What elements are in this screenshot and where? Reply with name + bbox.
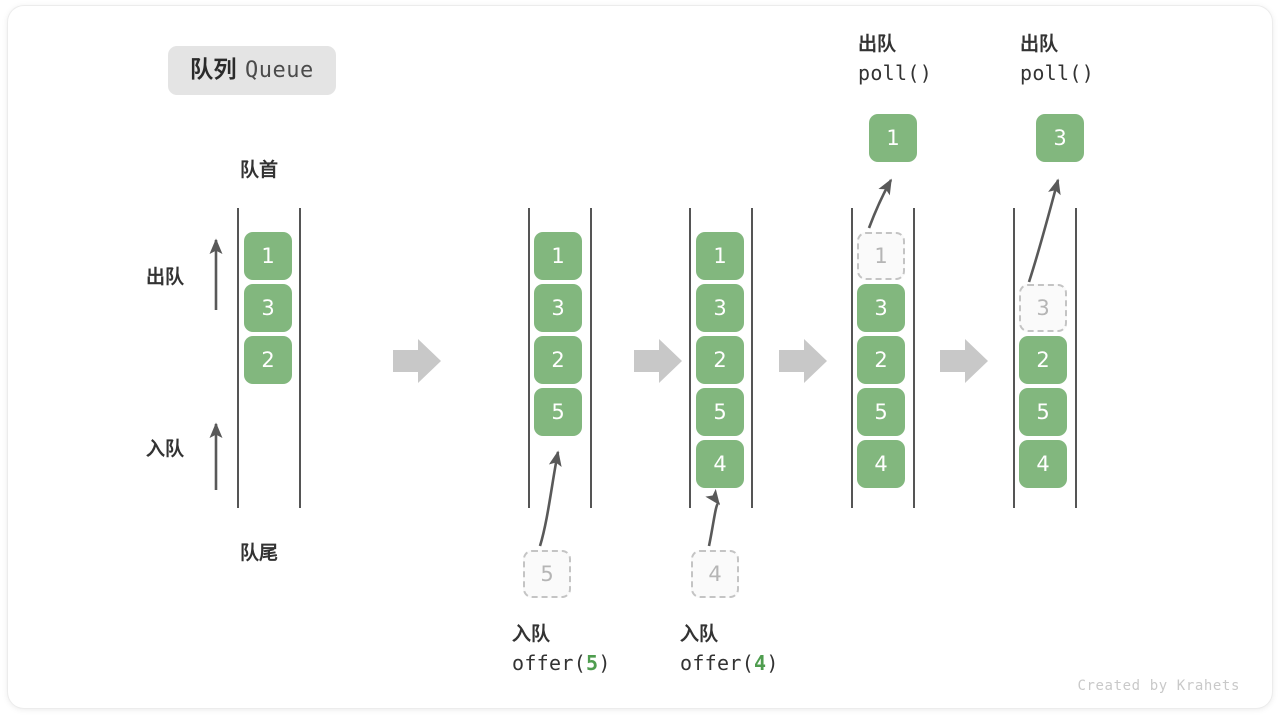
code-arg: 5 (586, 650, 599, 675)
operation-label-code: poll() (1020, 60, 1095, 85)
diagram-title: 队列 Queue (168, 46, 336, 95)
removed-element-ghost: 3 (1019, 284, 1067, 332)
queue-rail-right-step3 (751, 208, 753, 508)
queue-element: 3 (244, 284, 292, 332)
popped-element: 3 (1036, 114, 1084, 162)
credit-text: Created by Krahets (1077, 678, 1240, 694)
operation-label-cn: 出队 (858, 34, 897, 55)
queue-rail-right-step4 (913, 208, 915, 508)
incoming-element-ghost: 4 (691, 550, 739, 598)
queue-element: 2 (244, 336, 292, 384)
code-suffix: ) (766, 650, 779, 675)
queue-rail-right-step1 (299, 208, 301, 508)
queue-rail-right-step5 (1075, 208, 1077, 508)
queue-element: 5 (1019, 388, 1067, 436)
removed-element-ghost: 1 (857, 232, 905, 280)
code-prefix: offer( (680, 650, 755, 675)
incoming-element-ghost: 5 (523, 550, 571, 598)
title-chinese: 队列 (190, 56, 237, 82)
operation-label-cn: 入队 (680, 624, 719, 645)
label-enqueue-direction: 入队 (146, 439, 185, 460)
label-dequeue-direction: 出队 (146, 267, 185, 288)
operation-label-code: offer(4) (680, 649, 779, 677)
code-arg: 4 (754, 650, 767, 675)
queue-element: 3 (696, 284, 744, 332)
label-queue-rear: 队尾 (240, 543, 279, 564)
operation-label-poll-1: 出队 poll() (858, 32, 932, 87)
operation-label-cn: 出队 (1020, 34, 1059, 55)
queue-rail-right-step2 (590, 208, 592, 508)
queue-element: 3 (857, 284, 905, 332)
queue-element: 5 (857, 388, 905, 436)
queue-rail-left-step3 (689, 208, 691, 508)
queue-rail-left-step1 (237, 208, 239, 508)
queue-element: 1 (534, 232, 582, 280)
operation-label-offer-4: 入队 offer(4) (680, 622, 779, 677)
queue-rail-left-step5 (1013, 208, 1015, 508)
queue-element: 2 (857, 336, 905, 384)
queue-element: 2 (696, 336, 744, 384)
diagram-card (8, 6, 1272, 708)
operation-label-code: poll() (858, 60, 933, 85)
queue-rail-left-step4 (851, 208, 853, 508)
label-queue-front: 队首 (240, 160, 279, 181)
operation-label-code: offer(5) (512, 649, 611, 677)
queue-element: 4 (696, 440, 744, 488)
queue-element: 5 (696, 388, 744, 436)
queue-element: 1 (696, 232, 744, 280)
queue-element: 2 (1019, 336, 1067, 384)
queue-rail-left-step2 (528, 208, 530, 508)
popped-element: 1 (869, 114, 917, 162)
operation-label-cn: 入队 (512, 624, 551, 645)
code-suffix: ) (598, 650, 611, 675)
queue-element: 1 (244, 232, 292, 280)
title-english: Queue (245, 58, 314, 83)
code-prefix: offer( (512, 650, 587, 675)
queue-element: 5 (534, 388, 582, 436)
queue-element: 2 (534, 336, 582, 384)
operation-label-poll-3: 出队 poll() (1020, 32, 1094, 87)
operation-label-offer-5: 入队 offer(5) (512, 622, 611, 677)
queue-element: 3 (534, 284, 582, 332)
queue-element: 4 (1019, 440, 1067, 488)
queue-element: 4 (857, 440, 905, 488)
